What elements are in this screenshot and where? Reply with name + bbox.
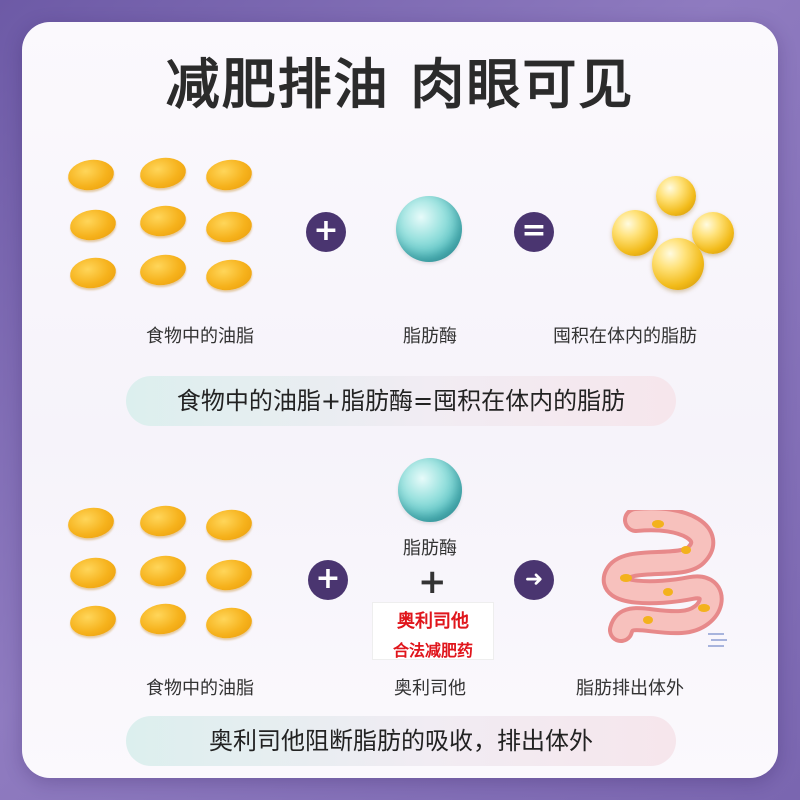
fat-ball-icon <box>656 176 696 216</box>
row2-enzyme-label: 脂肪酶 <box>403 538 457 559</box>
row1-summary-banner: 食物中的油脂+脂肪酶=囤积在体内的脂肪 <box>126 376 676 426</box>
lipase-droplet-icon <box>396 196 462 262</box>
plus-operator-icon: + <box>306 212 346 252</box>
plain-plus-icon: + <box>418 562 447 602</box>
intestine-icon <box>602 510 727 647</box>
row2-summary-banner: 奥利司他阻断脂肪的吸收，排出体外 <box>126 716 676 766</box>
fat-ball-icon <box>612 210 658 256</box>
row2-result-caption: 脂肪排出体外 <box>576 678 684 699</box>
plus-operator-icon: + <box>308 560 348 600</box>
orlistat-stamp: 奥利司他 合法减肥药 <box>372 602 494 660</box>
arrow-right-icon: ➜ <box>514 560 554 600</box>
fat-ball-icon <box>652 238 704 290</box>
lipase-droplet-icon <box>398 458 462 522</box>
stamp-line2: 合法减肥药 <box>392 641 473 660</box>
row2-oil-caption: 食物中的油脂 <box>146 678 254 699</box>
fat-ball-icon <box>692 212 734 254</box>
page-title: 减肥排油 肉眼可见 <box>165 53 635 116</box>
row1-enzyme-caption: 脂肪酶 <box>403 326 457 347</box>
row1-result-caption: 囤积在体内的脂肪 <box>553 326 697 347</box>
stamp-line1: 奥利司他 <box>397 611 469 632</box>
row1-oil-caption: 食物中的油脂 <box>146 326 254 347</box>
equals-operator-icon: = <box>514 212 554 252</box>
row2-drug-caption: 奥利司他 <box>394 678 466 699</box>
